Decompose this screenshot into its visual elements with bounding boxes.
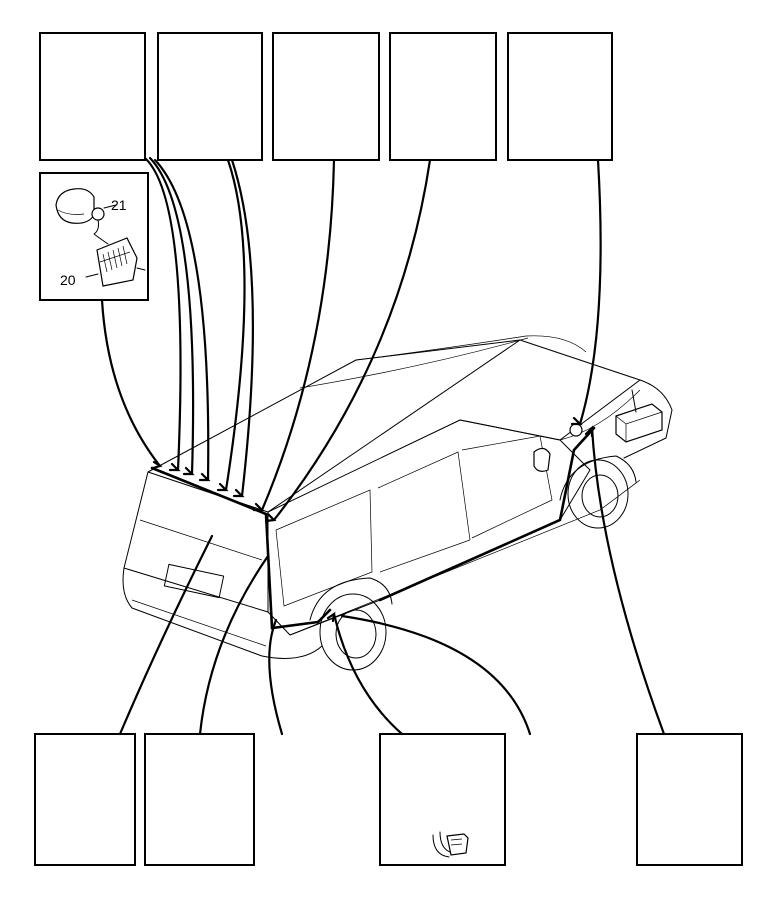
battery-part [615,403,663,443]
inset-box [39,172,149,301]
label-box-top-1 [39,32,146,161]
wiring-harness [150,423,596,630]
label-box-top-4 [389,32,497,161]
label-box-top-2 [157,32,263,161]
label-box-top-5 [507,32,613,161]
lamp-housing-part [55,188,95,224]
label-box-top-3 [272,32,380,161]
clip-part-illustration [432,831,469,858]
callout-21: 21 [111,197,127,213]
label-box-bottom-3 [379,733,506,866]
label-box-bottom-1 [34,733,136,866]
label-box-bottom-4 [636,733,743,866]
grommet-part [569,423,583,437]
callout-20: 20 [60,272,76,288]
label-box-bottom-2 [144,733,255,866]
leader-lines [100,156,666,736]
connector-part [96,237,138,287]
inset-detail: 21 20 [39,172,149,301]
